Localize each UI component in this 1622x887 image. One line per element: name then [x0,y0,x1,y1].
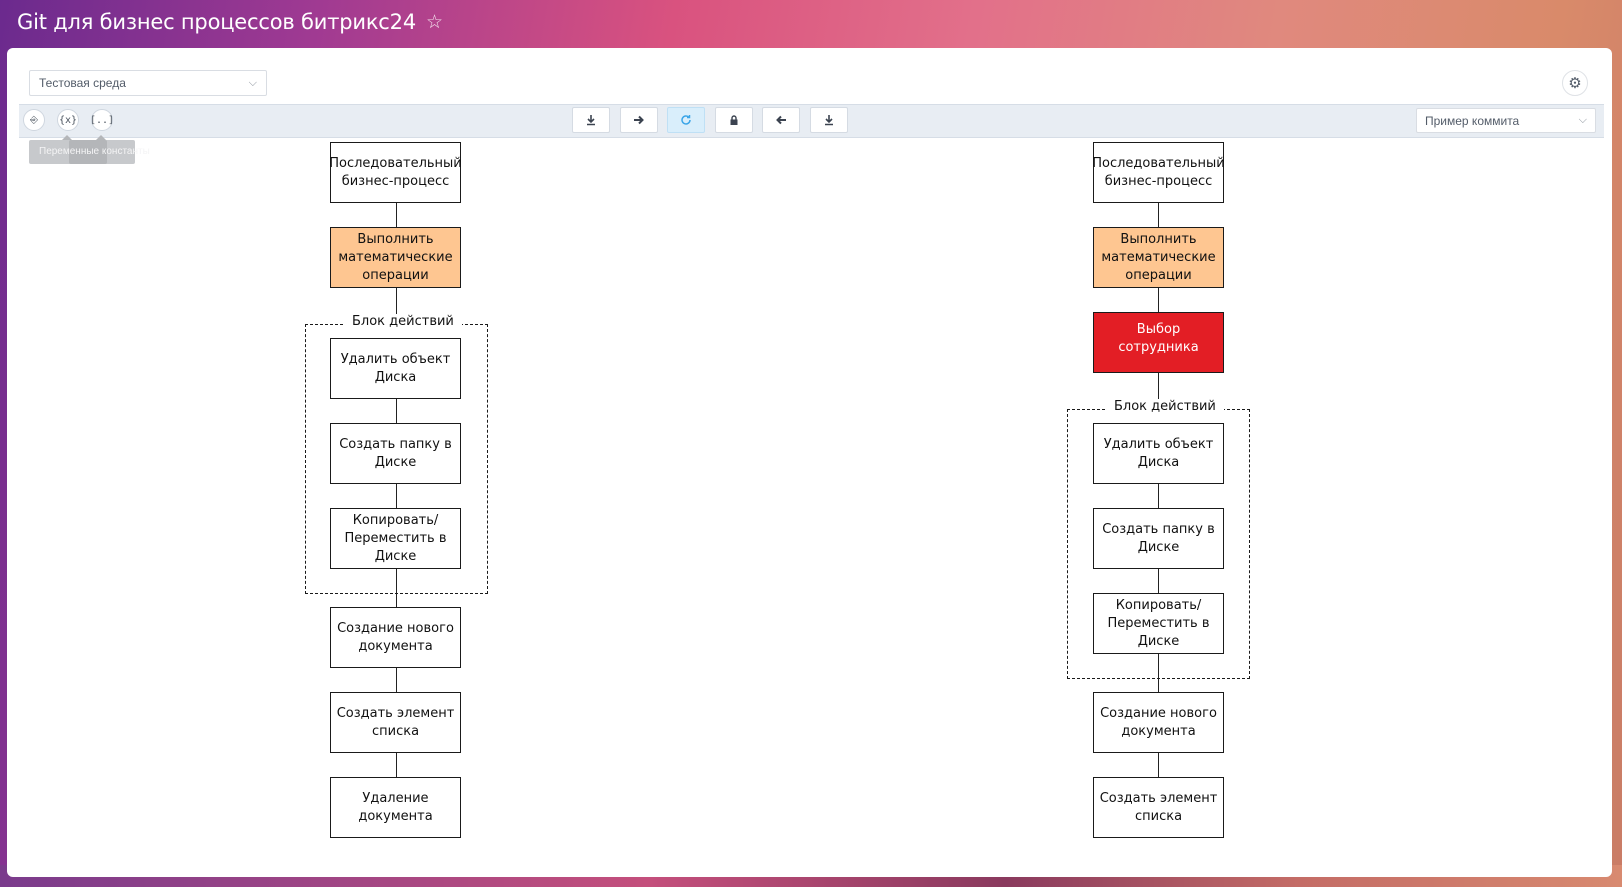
connector [396,288,397,325]
node-label: Создать элемент списка [1099,790,1218,824]
connector [396,569,397,608]
push-button[interactable] [620,107,658,133]
page-title: Git для бизнес процессов битрикс24 ☆ [17,5,443,39]
connector [1158,203,1159,230]
main-panel: Тестовая среда ⌵ ⚙ ⎆ {x} [..] [7,48,1612,877]
star-icon[interactable]: ☆ [425,10,443,33]
node-label: Выполнить математические операции [338,231,453,283]
math-activity-node[interactable]: Выполнить математические операции [330,227,461,288]
arrow-left-icon [776,115,786,125]
tooltip-text: Переменные константы [39,146,150,157]
node-label: Выбор сотрудника [1118,322,1199,355]
connector [1158,569,1159,594]
download-icon [825,115,833,126]
chevron-down-icon: ⌵ [248,76,257,89]
connector [1158,288,1159,315]
tooltip-arrow [96,135,106,140]
connector [396,668,397,693]
copy-move-disk-node[interactable]: Копировать/ Переместить в Диске [330,508,461,569]
create-list-element-node[interactable]: Создать элемент списка [1093,777,1224,838]
node-label: Создать элемент списка [336,705,455,739]
constants-icon: [..] [89,114,115,126]
toolbar: ⎆ {x} [..] Пример коммита ⌵ [19,104,1604,138]
exit-icon: ⎆ [30,114,38,126]
node-label: Копировать/ Переместить в Диске [1107,597,1210,649]
node-label: Создать папку в Диске [1102,521,1215,555]
node-label: Удаление документа [358,790,433,824]
copy-move-disk-node[interactable]: Копировать/ Переместить в Диске [1093,593,1224,654]
workflow-start-node[interactable]: Последовательный бизнес-процесс [1092,142,1225,203]
math-activity-node[interactable]: Выполнить математические операции [1093,227,1224,288]
node-label: Последовательный бизнес-процесс [1092,155,1225,189]
variables-button[interactable]: {x} [57,109,79,131]
refresh-button[interactable] [667,107,705,133]
tooltip-arrow [62,135,72,140]
delete-disk-object-node[interactable]: Удалить объект Диска [1093,423,1224,484]
connector [1158,753,1159,778]
action-block-label: Блок действий [1106,399,1224,414]
connector [1158,373,1159,410]
lock-button[interactable] [715,107,753,133]
workflow-start-node[interactable]: Последовательный бизнес-процесс [329,142,462,203]
commit-select[interactable]: Пример коммита ⌵ [1416,108,1596,133]
environment-select[interactable]: Тестовая среда ⌵ [29,70,267,96]
delete-disk-object-node[interactable]: Удалить объект Диска [330,338,461,399]
create-disk-folder-node[interactable]: Создать папку в Диске [1093,508,1224,569]
node-label: Создание нового документа [337,620,454,654]
refresh-icon [681,115,691,125]
tooltip-overlay [69,140,107,164]
action-block-label: Блок действий [344,314,462,329]
node-label: Создание нового документа [1100,705,1217,739]
connector [1158,654,1159,693]
connector [1158,484,1159,509]
create-document-node[interactable]: Создание нового документа [330,607,461,668]
node-label: Удалить объект Диска [340,351,451,385]
select-employee-node[interactable]: Выбор сотрудника [1093,312,1224,373]
node-label: Последовательный бизнес-процесс [329,155,462,189]
arrow-right-icon [634,115,644,125]
gear-icon: ⚙ [1568,75,1582,92]
page-title-text: Git для бизнес процессов битрикс24 [17,10,416,34]
exit-button[interactable]: ⎆ [23,109,45,131]
node-label: Копировать/ Переместить в Диске [344,512,447,564]
connector [396,484,397,509]
node-label: Выполнить математические операции [1101,231,1216,283]
pull-button[interactable] [762,107,800,133]
commit-select-value: Пример коммита [1425,113,1520,128]
download-icon [587,115,595,126]
create-disk-folder-node[interactable]: Создать папку в Диске [330,423,461,484]
chevron-down-icon: ⌵ [1578,114,1587,126]
lock-icon [730,115,738,125]
environment-select-value: Тестовая среда [39,76,126,90]
create-document-node[interactable]: Создание нового документа [1093,692,1224,753]
node-label: Удалить объект Диска [1103,436,1214,470]
constants-button[interactable]: [..] [89,109,115,131]
connector [396,753,397,778]
connector [396,399,397,424]
delete-document-node[interactable]: Удаление документа [330,777,461,838]
settings-button[interactable]: ⚙ [1562,70,1588,96]
export-button[interactable] [810,107,848,133]
node-label: Создать папку в Диске [339,436,452,470]
variables-icon: {x} [58,114,78,126]
download-button[interactable] [572,107,610,133]
connector [396,203,397,230]
create-list-element-node[interactable]: Создать элемент списка [330,692,461,753]
